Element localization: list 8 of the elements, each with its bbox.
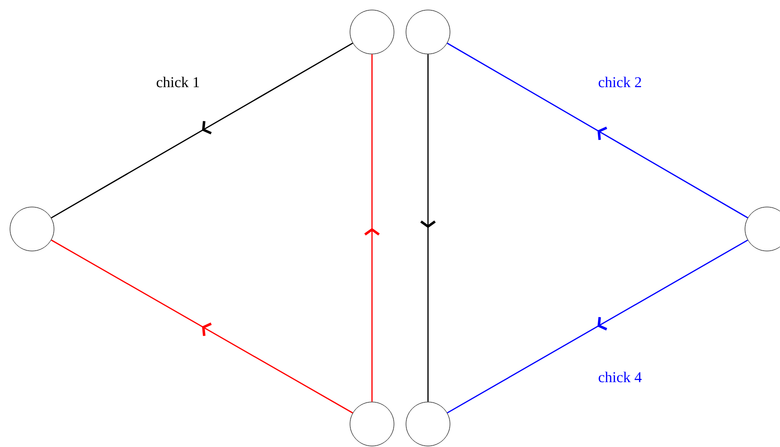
edge-label: chick 4 [598, 372, 642, 382]
circle-node [406, 402, 450, 446]
circle-node [406, 10, 450, 54]
circle-node [350, 10, 394, 54]
circle-node [10, 206, 54, 252]
edge-label: chick 1 [156, 76, 199, 88]
edge-label: chick 2 [598, 76, 642, 88]
circle-node [350, 402, 394, 446]
